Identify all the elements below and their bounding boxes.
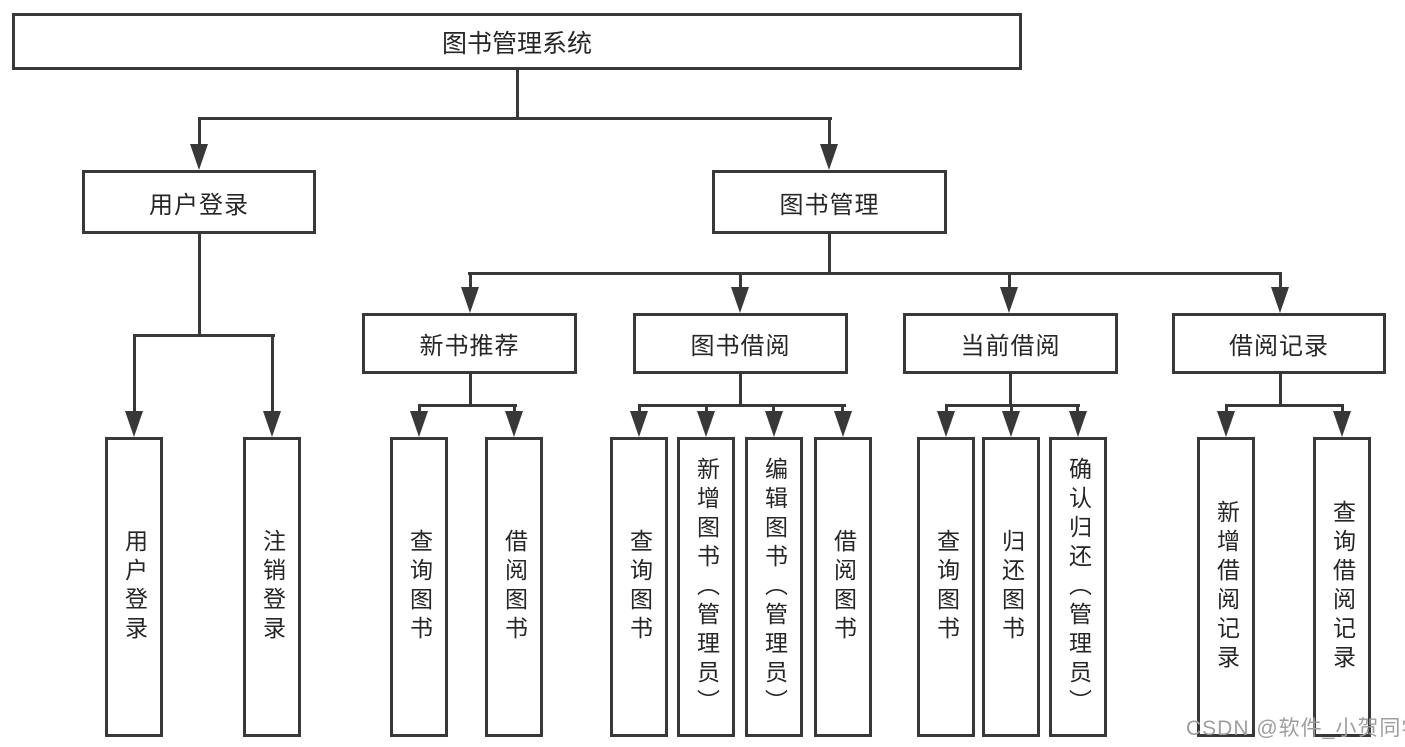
node-new-book-recommend: 新书推荐: [362, 313, 577, 374]
node-root: 图书管理系统: [12, 13, 1022, 70]
connector-groupD-stub: [1279, 374, 1282, 406]
arrow-D1: [1217, 411, 1235, 437]
arrow-book-management: [820, 144, 838, 170]
node-user-login: 用户登录: [82, 170, 316, 234]
node-borrow-records: 借阅记录: [1172, 313, 1386, 374]
leaf-query-books-borrow-label: 查询图书: [626, 529, 653, 645]
arrow-A2: [505, 411, 523, 437]
node-current-borrow: 当前借阅: [903, 313, 1118, 374]
connector-stem-borrow-records: [1279, 272, 1282, 294]
leaf-return-book: 归还图书: [982, 437, 1040, 737]
arrow-D2: [1333, 411, 1351, 437]
connector-stem-book-borrow: [739, 272, 742, 294]
node-root-label: 图书管理系统: [441, 29, 592, 58]
leaf-query-books-current-label: 查询图书: [933, 529, 960, 645]
node-borrow-records-label: 借阅记录: [1229, 333, 1329, 360]
leaf-add-borrow-record-label: 新增借阅记录: [1213, 500, 1240, 674]
arrow-B3: [765, 411, 783, 437]
leaf-query-books-recommend-label: 查询图书: [406, 529, 433, 645]
node-book-management-label: 图书管理: [779, 191, 880, 219]
leaf-edit-book-admin-label: 编辑图书（管理员）: [761, 456, 788, 718]
connector-user-login-stub: [198, 234, 201, 337]
arrow-B1: [630, 411, 648, 437]
connector-groupB-stub: [739, 374, 742, 406]
connector-stem-leaf-login: [133, 334, 136, 414]
connector-book-management-stub: [828, 234, 831, 275]
arrow-C1: [937, 411, 955, 437]
arrow-book-borrow: [731, 287, 749, 313]
node-book-management: 图书管理: [712, 170, 947, 234]
connector-root-stub: [516, 69, 519, 118]
connector-l2-rail: [198, 117, 832, 120]
connector-groupB-rail: [638, 404, 846, 407]
node-book-borrow-label: 图书借阅: [690, 333, 791, 360]
leaf-return-book-label: 归还图书: [998, 529, 1025, 645]
arrow-leaf-logout: [263, 411, 281, 437]
arrow-leaf-login: [125, 411, 143, 437]
csdn-watermark: CSDN @软件_小贺同学: [1186, 717, 1405, 740]
leaf-borrow-books-recommend: 借阅图书: [485, 437, 543, 737]
leaf-query-books-recommend: 查询图书: [390, 437, 448, 737]
node-current-borrow-label: 当前借阅: [960, 333, 1061, 360]
arrow-B4: [834, 411, 852, 437]
leaf-borrow-books-label: 借阅图书: [830, 529, 857, 645]
connector-stem-book-management: [828, 117, 831, 148]
node-book-borrow: 图书借阅: [633, 313, 848, 374]
arrow-A1: [410, 411, 428, 437]
leaf-add-book-admin-label: 新增图书（管理员）: [693, 456, 720, 718]
leaf-borrow-books: 借阅图书: [814, 437, 872, 737]
leaf-add-borrow-record: 新增借阅记录: [1197, 437, 1255, 737]
connector-groupA-rail: [418, 404, 517, 407]
leaf-add-book-admin: 新增图书（管理员）: [677, 437, 735, 737]
leaf-query-books-current: 查询图书: [917, 437, 975, 737]
arrow-current-borrow: [1000, 287, 1018, 313]
connector-groupC-stub: [1009, 374, 1012, 406]
arrow-B2: [697, 411, 715, 437]
arrow-new-book: [461, 287, 479, 313]
connector-stem-user-login: [198, 117, 201, 148]
leaf-confirm-return-admin: 确认归还（管理员）: [1049, 437, 1107, 737]
leaf-borrow-books-recommend-label: 借阅图书: [501, 529, 528, 645]
connector-l3-rail: [468, 272, 1282, 275]
node-new-book-recommend-label: 新书推荐: [419, 333, 520, 360]
leaf-query-borrow-record: 查询借阅记录: [1313, 437, 1371, 737]
arrow-C2: [1002, 411, 1020, 437]
connector-stem-new-book: [469, 272, 472, 294]
arrow-C3: [1069, 411, 1087, 437]
connector-groupA-stub: [469, 374, 472, 406]
leaf-query-books-borrow: 查询图书: [610, 437, 668, 737]
leaf-user-login-label: 用户登录: [121, 529, 148, 645]
leaf-query-borrow-record-label: 查询借阅记录: [1329, 500, 1356, 674]
connector-user-login-rail: [133, 334, 275, 337]
connector-groupD-rail: [1225, 404, 1344, 407]
leaf-confirm-return-admin-label: 确认归还（管理员）: [1065, 456, 1092, 718]
leaf-logout-label: 注销登录: [259, 529, 286, 645]
connector-stem-current-borrow: [1008, 272, 1011, 294]
leaf-edit-book-admin: 编辑图书（管理员）: [745, 437, 803, 737]
arrow-borrow-records: [1271, 287, 1289, 313]
leaf-logout: 注销登录: [243, 437, 301, 737]
connector-stem-leaf-logout: [271, 334, 274, 414]
leaf-user-login: 用户登录: [105, 437, 163, 737]
node-user-login-label: 用户登录: [149, 191, 249, 219]
arrow-user-login: [190, 144, 208, 170]
